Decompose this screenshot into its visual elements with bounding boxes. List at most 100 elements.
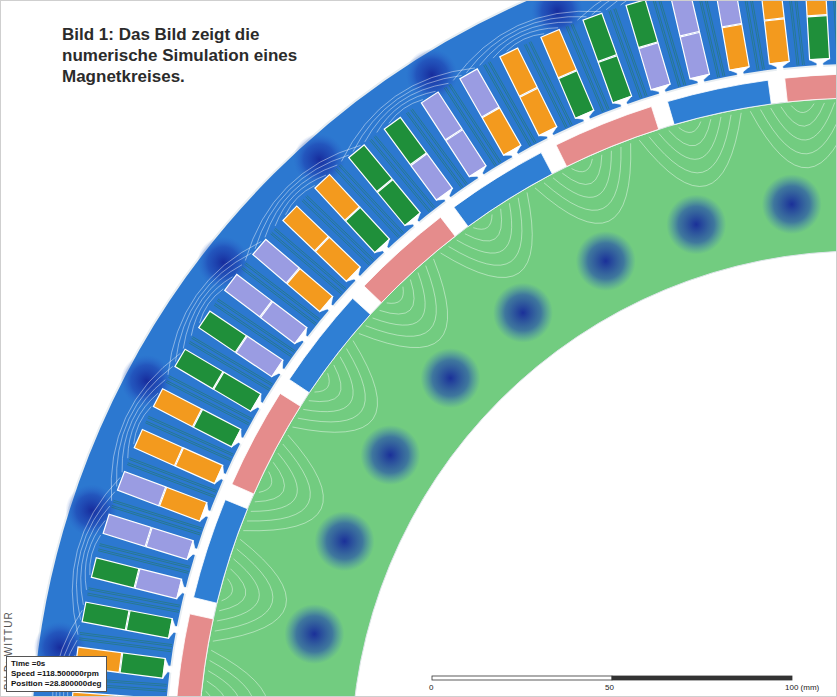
permanent-magnet <box>667 80 771 124</box>
coil-outer <box>714 0 741 27</box>
readout-text: Speed =118.500000rpm <box>11 669 102 679</box>
flux-spot <box>666 194 726 254</box>
field-line <box>175 253 251 362</box>
field-line <box>649 115 731 173</box>
slot-opening <box>769 62 790 72</box>
permanent-magnet <box>194 500 248 604</box>
flux-spot <box>284 604 344 664</box>
readout-text: Time =0s <box>11 659 102 669</box>
coil-inner <box>146 528 193 560</box>
permanent-magnet <box>232 393 301 493</box>
coil-outer <box>199 311 247 352</box>
scale-label: 100 (mm) <box>785 683 819 693</box>
flux-spot <box>315 511 375 571</box>
scale-label: 0 <box>429 683 433 693</box>
field-line <box>202 650 268 697</box>
tooth-flux-line <box>747 0 763 69</box>
permanent-magnet <box>289 298 370 392</box>
coil-inner <box>120 653 165 678</box>
slot-opening <box>405 213 426 232</box>
field-lines <box>52 0 837 697</box>
coil-outer <box>82 602 129 630</box>
slot-opening <box>169 619 181 640</box>
tooth-flux-line <box>79 638 171 650</box>
field-line <box>222 579 233 601</box>
coil-inner <box>482 108 521 155</box>
slot-opening <box>613 96 635 110</box>
permanent-magnet <box>175 614 213 697</box>
field-line <box>116 366 172 486</box>
coil-outer <box>117 471 165 505</box>
field-line <box>750 102 837 168</box>
permanent-magnet <box>785 74 837 102</box>
tooth-flux-line <box>788 0 799 65</box>
coil-inner <box>764 19 789 64</box>
coil-inner <box>135 569 182 599</box>
coil-inner <box>193 409 240 446</box>
field-line <box>679 122 701 133</box>
coil-outer <box>349 145 392 192</box>
coil-inner <box>175 448 222 484</box>
readout-box: Time =0sSpeed =118.500000rpmPosition =28… <box>6 656 107 692</box>
field-line <box>659 117 721 159</box>
slot-opening <box>539 127 560 143</box>
coil-outer <box>805 0 827 16</box>
coil-outer <box>253 239 299 283</box>
flux-spot <box>360 425 420 485</box>
rotor-magnets <box>174 74 837 697</box>
field-line <box>202 671 240 697</box>
coil-outer <box>134 430 182 466</box>
slot-opening <box>272 360 290 381</box>
slot-opening <box>729 67 750 78</box>
coil-outer <box>500 48 537 96</box>
tooth-flux-line <box>834 0 837 63</box>
field-line <box>202 660 254 697</box>
figure-caption: Bild 1: Das Bild zeigt die numerische Si… <box>62 24 302 87</box>
coil-inner <box>680 32 709 78</box>
slot-opening <box>504 145 525 162</box>
slot <box>714 0 765 78</box>
coil-outer <box>670 0 700 36</box>
coil-outer <box>626 0 658 48</box>
coil-inner <box>807 16 829 60</box>
permanent-magnet <box>364 217 455 302</box>
coil-inner <box>160 487 207 521</box>
slot-opening <box>295 328 313 349</box>
slot <box>805 0 837 68</box>
coil-outer <box>91 558 139 588</box>
coil-outer <box>315 174 360 220</box>
stator-core <box>30 0 837 697</box>
slot-opening <box>375 239 395 258</box>
slot-opening <box>177 579 190 600</box>
slot-opening <box>469 166 490 184</box>
flux-spot <box>762 174 822 234</box>
slot-opening <box>215 465 230 487</box>
slot-opening <box>436 188 457 206</box>
slot-opening <box>346 267 366 287</box>
slot-opening <box>810 59 830 68</box>
tooth-flux-line <box>748 0 764 69</box>
scale-label: 50 <box>605 683 614 693</box>
coil-inner <box>520 88 557 135</box>
flux-spots <box>26 0 837 697</box>
coil-outer <box>283 206 329 251</box>
coil-inner <box>559 71 594 118</box>
field-line <box>760 102 837 154</box>
scale-bar <box>432 676 792 680</box>
coil-outer <box>759 0 784 20</box>
coil-outer <box>103 514 151 546</box>
coil-outer <box>225 274 272 317</box>
coil-inner <box>598 56 631 103</box>
rotor-yoke <box>198 98 837 697</box>
coil-outer <box>384 117 426 164</box>
slot <box>670 0 726 87</box>
field-line <box>203 681 226 697</box>
slot-opening <box>575 110 597 125</box>
stator-slots <box>70 0 837 697</box>
flux-spot <box>493 283 553 343</box>
field-line <box>791 104 814 113</box>
permanent-magnet <box>556 106 659 166</box>
coil-outer <box>460 69 499 117</box>
